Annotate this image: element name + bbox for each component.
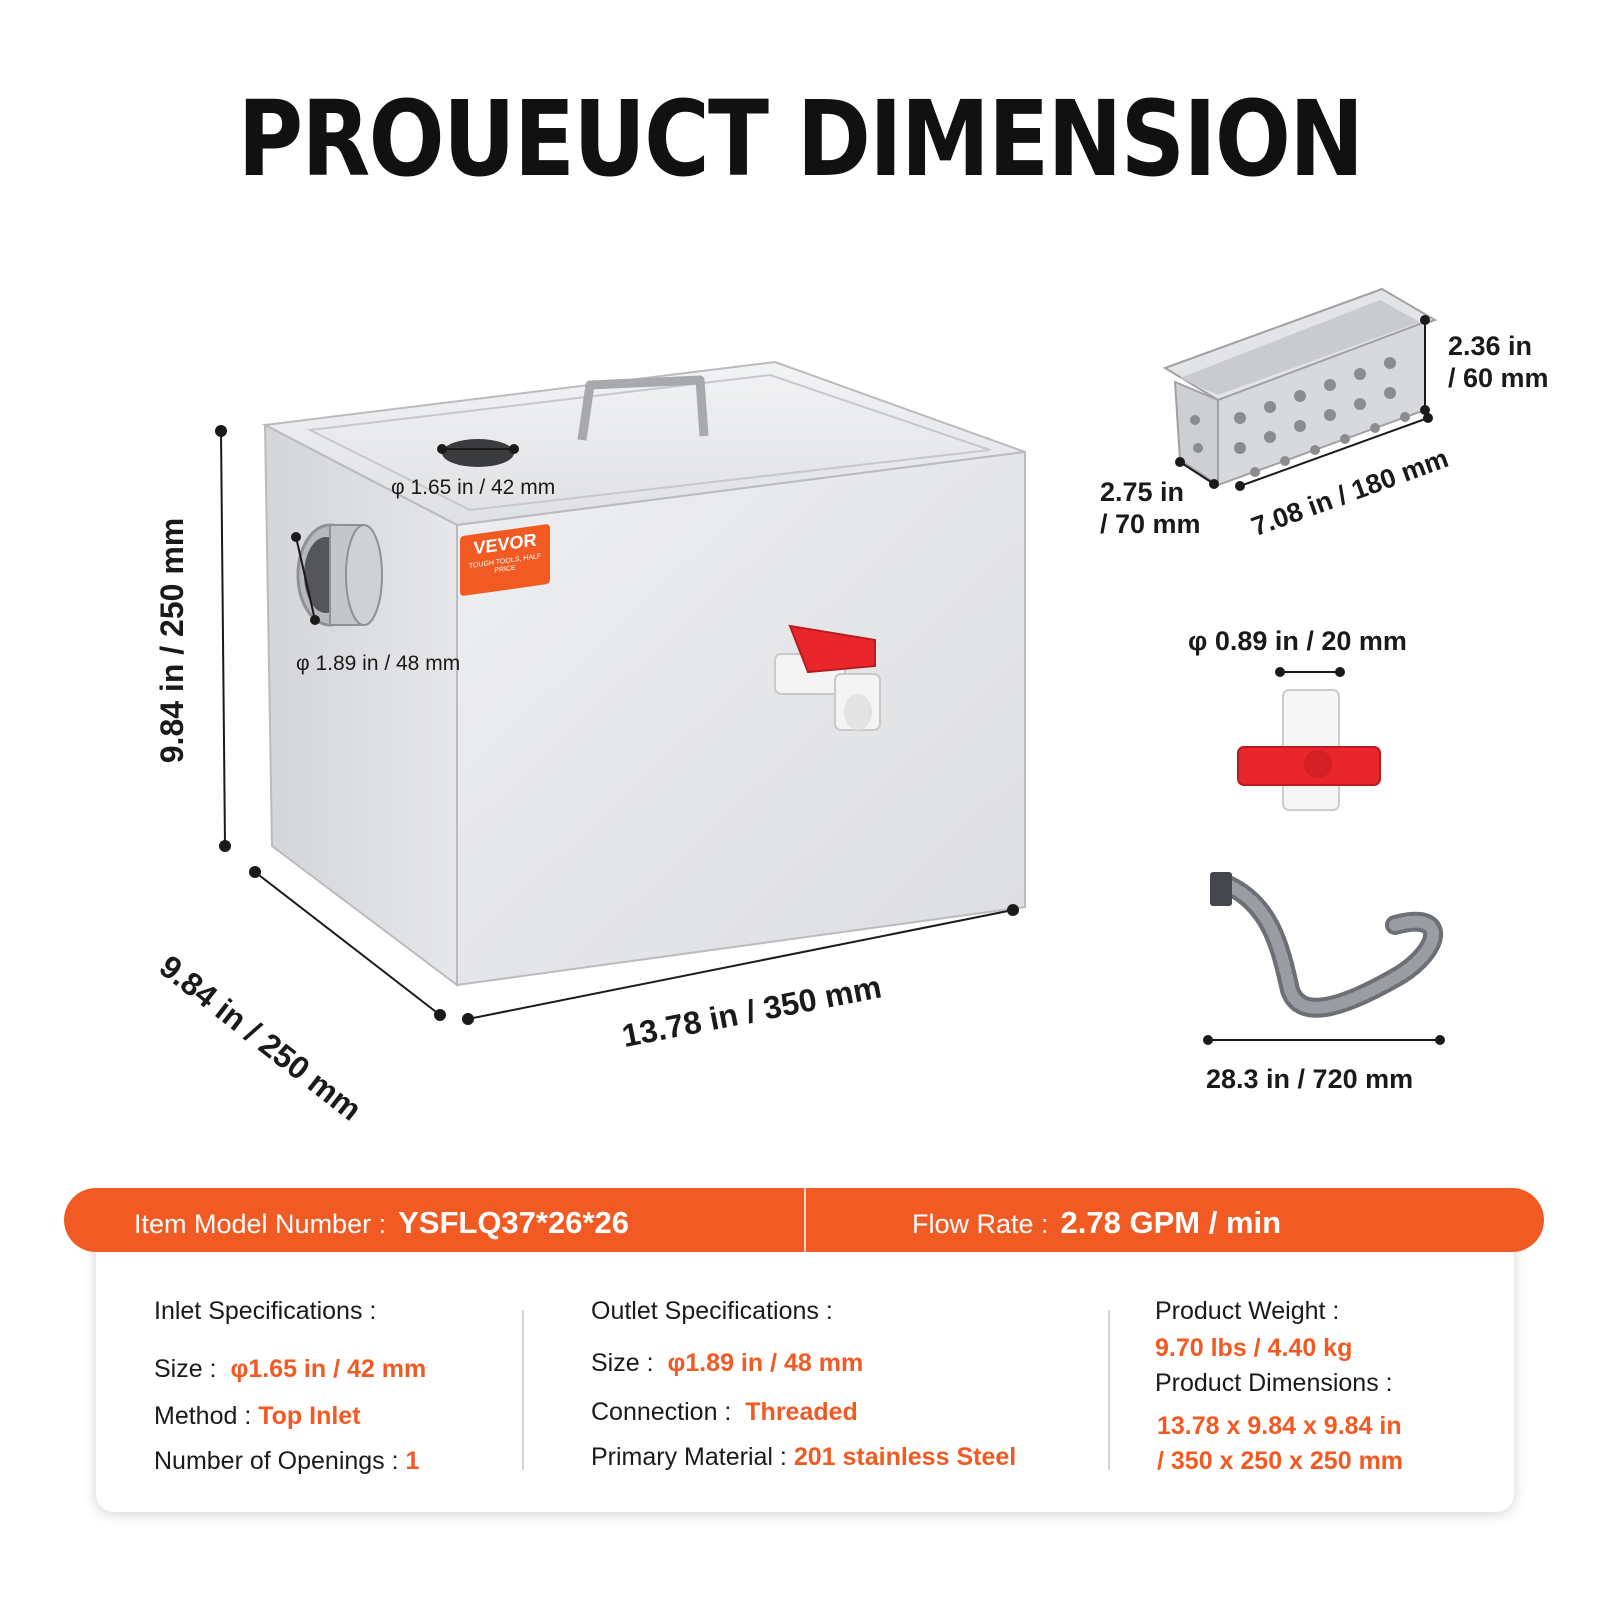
model-number-label: Item Model Number : xyxy=(134,1209,387,1239)
inlet-openings: Number of Openings : 1 xyxy=(154,1447,419,1476)
outlet-material: Primary Material : 201 stainless Steel xyxy=(591,1443,1016,1472)
outlet-size: Size : φ1.89 in / 48 mm xyxy=(591,1349,863,1378)
weight-label: Product Weight : xyxy=(1155,1297,1340,1325)
dimensions-label: Product Dimensions : xyxy=(1155,1369,1393,1397)
spec-header-bar: Item Model Number : YSFLQ37*26*26 Flow Ra… xyxy=(64,1188,1544,1252)
outlet-material-label: Primary Material : xyxy=(591,1443,787,1471)
outlet-material-value: 201 stainless Steel xyxy=(793,1443,1017,1471)
outlet-title: Outlet Specifications : xyxy=(591,1297,833,1325)
outlet-size-label: Size : xyxy=(591,1349,654,1377)
column-divider xyxy=(1108,1310,1110,1470)
outlet-size-value: φ1.89 in / 48 mm xyxy=(667,1349,864,1377)
basket-width-label: 2.75 in / 70 mm xyxy=(1100,477,1201,539)
dimensions-value-mm: / 350 x 250 x 250 mm xyxy=(1157,1447,1404,1475)
spec-panel xyxy=(96,1212,1514,1512)
basket-height-label: 2.36 in / 60 mm xyxy=(1448,331,1549,393)
inlet-title: Inlet Specifications : xyxy=(154,1297,377,1325)
tank-height-label: 9.84 in / 250 mm xyxy=(154,517,191,764)
column-divider xyxy=(522,1310,524,1470)
inlet-method-label: Method : xyxy=(154,1402,252,1430)
inlet-openings-value: 1 xyxy=(405,1447,420,1475)
inlet-size: Size : φ1.65 in / 42 mm xyxy=(154,1355,426,1384)
model-number: Item Model Number : YSFLQ37*26*26 xyxy=(134,1205,629,1241)
outlet-connection-label: Connection : xyxy=(591,1398,732,1426)
product-illustration xyxy=(215,287,1445,1045)
valve-diameter-label: φ 0.89 in / 20 mm xyxy=(1188,626,1407,656)
drain-hose xyxy=(1210,872,1444,1018)
inlet-method: Method : Top Inlet xyxy=(154,1402,361,1431)
header-divider xyxy=(804,1188,806,1252)
inlet-openings-label: Number of Openings : xyxy=(154,1447,399,1475)
top-hole-label: φ 1.65 in / 42 mm xyxy=(391,476,556,499)
spare-valve xyxy=(1237,689,1381,811)
page-title: PROUEUCT DIMENSION xyxy=(237,78,1364,200)
filter-basket xyxy=(1162,287,1438,487)
side-inlet-label: φ 1.89 in / 48 mm xyxy=(296,652,461,675)
inlet-size-value: φ1.65 in / 42 mm xyxy=(230,1355,427,1383)
tank-dimension-lines xyxy=(215,425,1019,1025)
flow-rate-value: 2.78 GPM / min xyxy=(1060,1205,1282,1240)
outlet-connection: Connection : Threaded xyxy=(591,1398,858,1427)
valve-dimension-line xyxy=(1275,667,1345,677)
dimensions-value-in: 13.78 x 9.84 x 9.84 in xyxy=(1157,1412,1402,1440)
inlet-size-label: Size : xyxy=(154,1355,217,1383)
basket-dimension-lines xyxy=(1175,315,1433,491)
brand-label: VEVOR TOUGH TOOLS, HALF PRICE xyxy=(460,523,550,597)
grease-trap-tank xyxy=(261,360,1026,988)
hose-dimension-line xyxy=(1203,1035,1445,1045)
model-number-value: YSFLQ37*26*26 xyxy=(398,1205,630,1240)
outlet-connection-value: Threaded xyxy=(745,1398,858,1426)
hose-length-label: 28.3 in / 720 mm xyxy=(1206,1064,1414,1094)
flow-rate-label: Flow Rate : xyxy=(912,1209,1049,1239)
flow-rate: Flow Rate : 2.78 GPM / min xyxy=(912,1205,1281,1241)
inlet-method-value: Top Inlet xyxy=(258,1402,361,1430)
weight-value: 9.70 lbs / 4.40 kg xyxy=(1155,1334,1353,1362)
